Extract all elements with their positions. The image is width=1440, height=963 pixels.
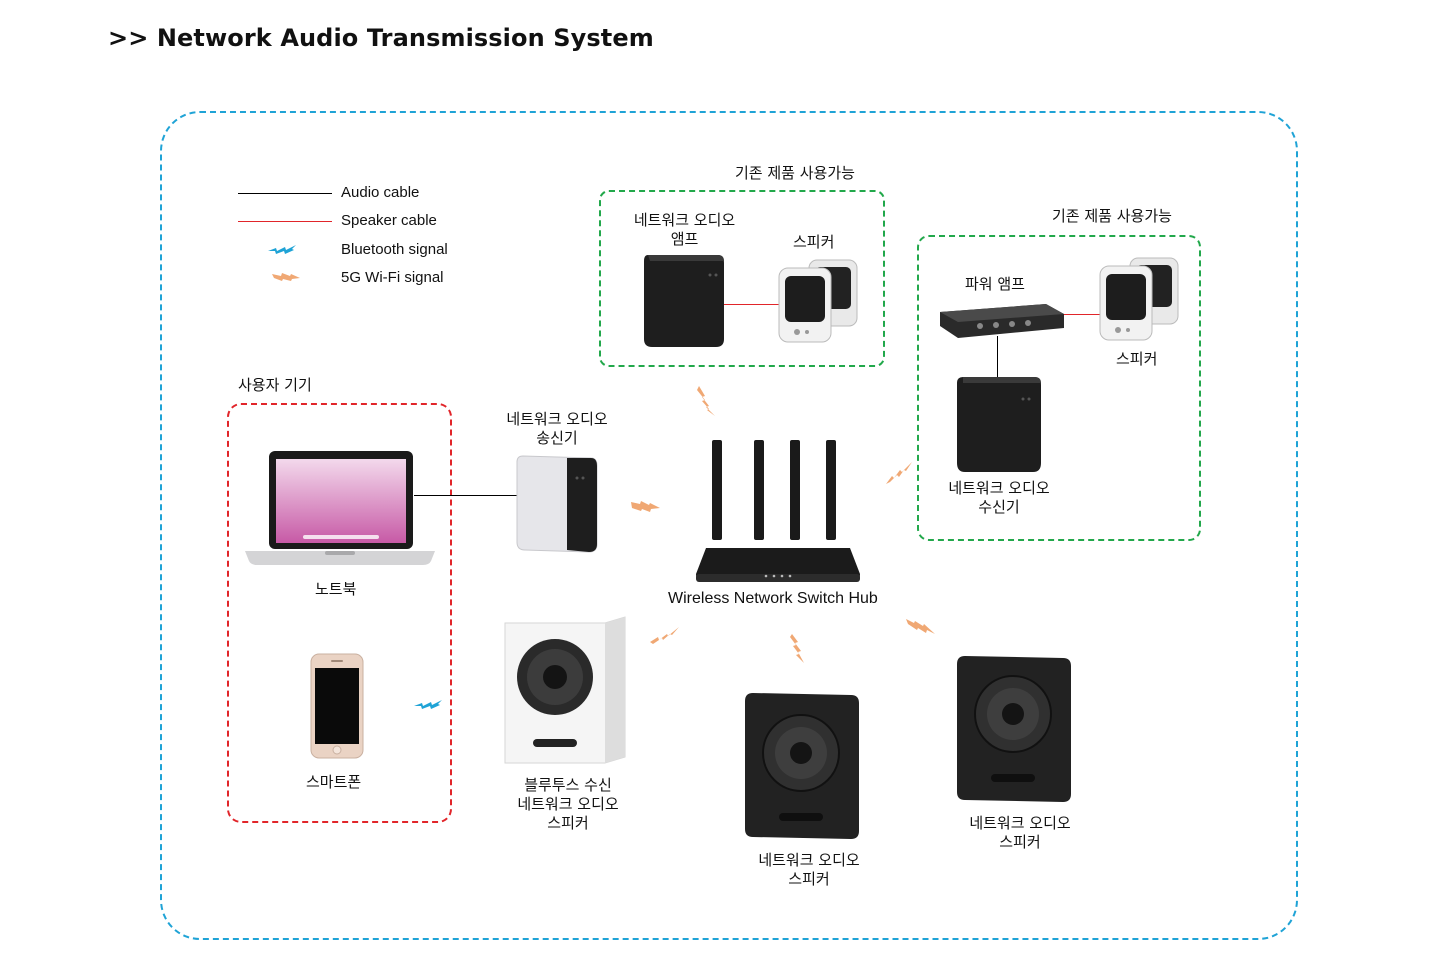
net-speaker-1-label-line1: 네트워크 오디오 [758,851,860,869]
network-audio-amp-device [644,255,724,347]
legend-speaker-cable-label: Speaker cable [341,212,437,229]
transmitter-label-line1: 네트워크 오디오 [506,410,608,428]
system-boundary [160,111,1298,940]
page-title: >> Network Audio Transmission System [108,24,654,52]
bluetooth-signal-icon [414,700,442,709]
hub-label: Wireless Network Switch Hub [668,590,878,607]
power-amp-label: 파워 앰프 [965,275,1025,293]
bluetooth-speaker-device [504,616,626,764]
group-label-user-devices: 사용자 기기 [238,376,312,394]
network-speaker-2-device [957,656,1071,802]
wireless-router-device [696,440,860,582]
legend-speaker-cable-line [238,221,332,222]
group-label-existing-2: 기존 제품 사용가능 [1052,207,1172,225]
bt-speaker-label-line3: 스피커 [547,814,589,832]
power-amp-device [940,304,1064,338]
speaker-cable-power-amp-speaker [1062,314,1100,315]
bt-speaker-label-line1: 블루투스 수신 [524,776,612,794]
wifi-signal-icon [790,634,804,663]
wifi-signal-icon [906,619,935,634]
net-speaker-2-label-line2: 스피커 [999,833,1041,851]
receiver-label-line1: 네트워크 오디오 [948,479,1050,497]
speaker-cable-amp-speaker [723,304,779,305]
audio-cable-receiver-power-amp [997,336,998,378]
bluetooth-signal-icon [268,245,296,254]
smartphone-device [310,653,364,759]
speaker-pair-right-device [1099,257,1179,341]
bt-speaker-label-line2: 네트워크 오디오 [517,795,619,813]
user-devices-group [227,403,452,823]
audio-cable-laptop-transmitter [414,495,518,496]
legend-audio-cable-line [238,193,332,194]
smartphone-label: 스마트폰 [306,773,362,791]
speaker-right-label: 스피커 [1116,350,1158,368]
wifi-signal-icon [697,386,715,416]
legend-wifi-label: 5G Wi-Fi signal [341,269,444,286]
wifi-signal-icon [650,627,679,644]
speaker-top-label: 스피커 [793,233,835,251]
wifi-signal-icon [272,273,300,281]
amp-label-line2: 앰프 [670,230,699,248]
speaker-pair-top-device [778,259,858,343]
transmitter-label-line2: 송신기 [536,429,578,447]
network-audio-receiver-device [957,377,1041,472]
network-speaker-1-device [745,693,859,839]
amp-label-line1: 네트워크 오디오 [633,211,736,229]
network-audio-transmitter-device [516,455,598,553]
wifi-signal-icon [631,501,660,512]
group-label-existing-1: 기존 제품 사용가능 [735,164,855,182]
wifi-signal-icon [886,462,912,484]
laptop-device [245,451,435,565]
net-speaker-1-label-line2: 스피커 [788,870,830,888]
existing-products-group-amp [599,190,885,367]
legend-audio-cable-label: Audio cable [341,184,420,201]
legend-bluetooth-label: Bluetooth signal [341,241,448,258]
receiver-label-line2: 수신기 [978,498,1020,516]
existing-products-group-power-amp [917,235,1201,541]
net-speaker-2-label-line1: 네트워크 오디오 [969,814,1071,832]
laptop-label: 노트북 [315,580,357,598]
